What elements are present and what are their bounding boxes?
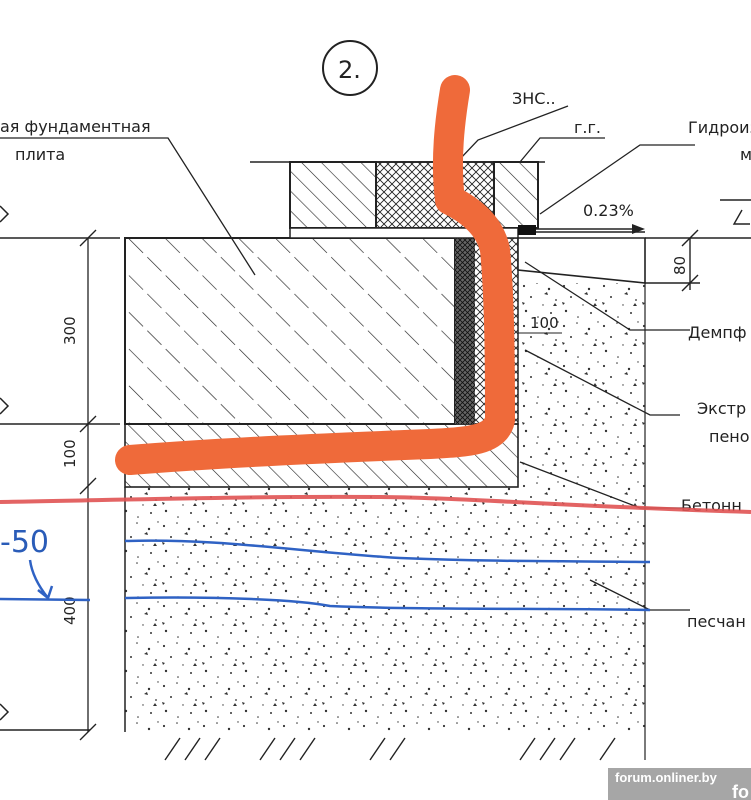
label-sand: песчан (687, 612, 746, 631)
watermark-text: forum.onliner.by (615, 770, 718, 785)
handwritten-note: -50 (0, 525, 49, 560)
level-marks-right (645, 199, 751, 292)
blue-markup-arrow (28, 559, 54, 601)
watermark-corner: fo (732, 782, 749, 800)
dim-80: 80 (671, 256, 689, 275)
detail-number: 2. (338, 56, 361, 84)
dim-100-foam: 100 (530, 314, 559, 332)
orange-markup-line (115, 75, 515, 475)
dim-300: 300 (61, 316, 79, 345)
slope-label: 0.23% (583, 201, 634, 220)
label-zns: ЗНС.. (512, 89, 556, 108)
blue-markup-line-2 (0, 596, 651, 612)
label-hydro-1: Гидроиз (688, 118, 751, 137)
dimension-chain (79, 229, 97, 741)
damper-strip (455, 238, 475, 424)
watermark: forum.onliner.by fo (608, 768, 751, 800)
dim-100: 100 (61, 439, 79, 468)
label-extr-1: Экстр (697, 399, 746, 418)
label-slab-2: плита (15, 145, 65, 164)
dim-400: 400 (61, 596, 79, 625)
foundation-slab (124, 237, 456, 425)
red-markup-line (0, 494, 751, 514)
label-extr-2: пено (709, 427, 750, 446)
blue-markup-line-1 (124, 539, 651, 564)
ground-hatch (164, 737, 616, 761)
blind-area (517, 231, 646, 284)
slope-arrow (518, 224, 645, 235)
detail-marker: 2. (322, 40, 378, 96)
label-hydro-2: м (740, 145, 751, 164)
side-backfill (518, 283, 645, 487)
label-gg: г.г. (574, 118, 601, 137)
level-marks-left (0, 205, 120, 731)
label-slab-1: ая фундаментная (0, 117, 151, 136)
label-damper: Демпф (688, 323, 747, 342)
